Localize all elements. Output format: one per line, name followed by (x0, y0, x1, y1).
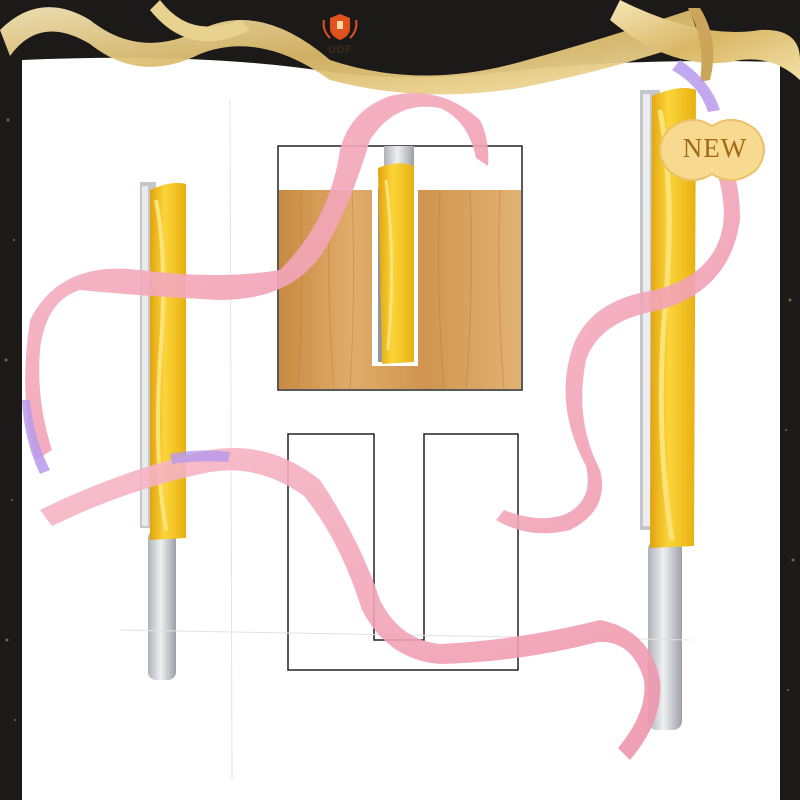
groove-profile-outline (287, 433, 519, 671)
gold-ribbon (0, 0, 800, 95)
brand-logo-text: DDF (327, 44, 353, 56)
wood-groove-cut-image (277, 145, 523, 391)
white-panel (22, 57, 780, 800)
new-badge (659, 119, 765, 181)
new-badge-label: NEW (682, 133, 748, 163)
shield-crest-icon (322, 14, 358, 40)
